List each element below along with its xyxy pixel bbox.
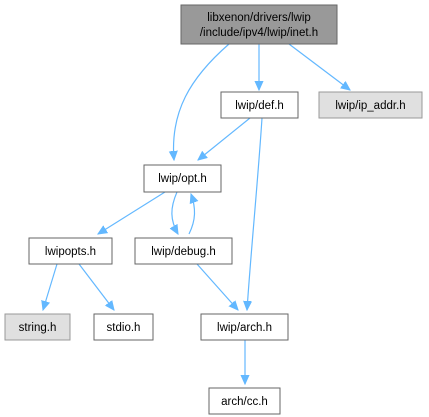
edge-opt-to-lwipopts [98, 191, 166, 234]
edge-opt-to-debug [172, 191, 178, 234]
edge-def-to-opt [198, 117, 251, 160]
node-lwipopts-h-label: lwipopts.h [45, 246, 96, 258]
node-opt-h-label: lwip/opt.h [158, 173, 207, 185]
edge-inet-to-opt [173, 43, 230, 160]
node-lwipopts-h-box [28, 237, 113, 265]
node-def-h-box [220, 91, 299, 119]
node-lwipopts-h[interactable]: lwipopts.h [28, 237, 113, 265]
node-ip-addr-h[interactable]: lwip/ip_addr.h [318, 91, 423, 119]
node-debug-h-box [134, 237, 233, 265]
node-def-h-label: lwip/def.h [235, 100, 284, 112]
node-inet-h-label-line1: libxenon/drivers/lwip [207, 12, 311, 24]
node-cc-h-label: arch/cc.h [221, 396, 268, 408]
edges [43, 43, 350, 384]
node-opt-h-box [143, 164, 222, 193]
node-string-h-label: string.h [19, 322, 57, 334]
node-inet-h-box [180, 4, 338, 45]
node-def-h[interactable]: lwip/def.h [220, 91, 299, 119]
edge-debug-to-arch [196, 263, 238, 310]
edge-debug-to-opt [188, 194, 195, 235]
node-arch-h-label: lwip/arch.h [217, 322, 272, 334]
node-string-h[interactable]: string.h [4, 313, 71, 341]
edge-lwipopts-to-string [43, 263, 58, 310]
node-cc-h-box [208, 387, 281, 415]
node-stdio-h-label: stdio.h [107, 322, 141, 334]
node-opt-h[interactable]: lwip/opt.h [143, 164, 222, 193]
node-debug-h[interactable]: lwip/debug.h [134, 237, 233, 265]
node-ip-addr-h-box [318, 91, 423, 119]
edge-lwipopts-to-stdio [78, 263, 114, 310]
edge-inet-to-ip-addr [288, 43, 350, 90]
node-cc-h[interactable]: arch/cc.h [208, 387, 281, 415]
edge-def-to-arch [247, 117, 263, 310]
node-arch-h[interactable]: lwip/arch.h [200, 313, 289, 341]
node-string-h-box [4, 313, 71, 341]
node-arch-h-box [200, 313, 289, 341]
node-stdio-h-box [93, 313, 154, 341]
nodes: libxenon/drivers/lwip /include/ipv4/lwip… [4, 4, 423, 415]
node-inet-h[interactable]: libxenon/drivers/lwip /include/ipv4/lwip… [180, 4, 338, 45]
node-debug-h-label: lwip/debug.h [151, 246, 216, 258]
node-stdio-h[interactable]: stdio.h [93, 313, 154, 341]
node-inet-h-label-line2: /include/ipv4/lwip/inet.h [200, 27, 318, 39]
node-ip-addr-h-label: lwip/ip_addr.h [335, 100, 405, 112]
